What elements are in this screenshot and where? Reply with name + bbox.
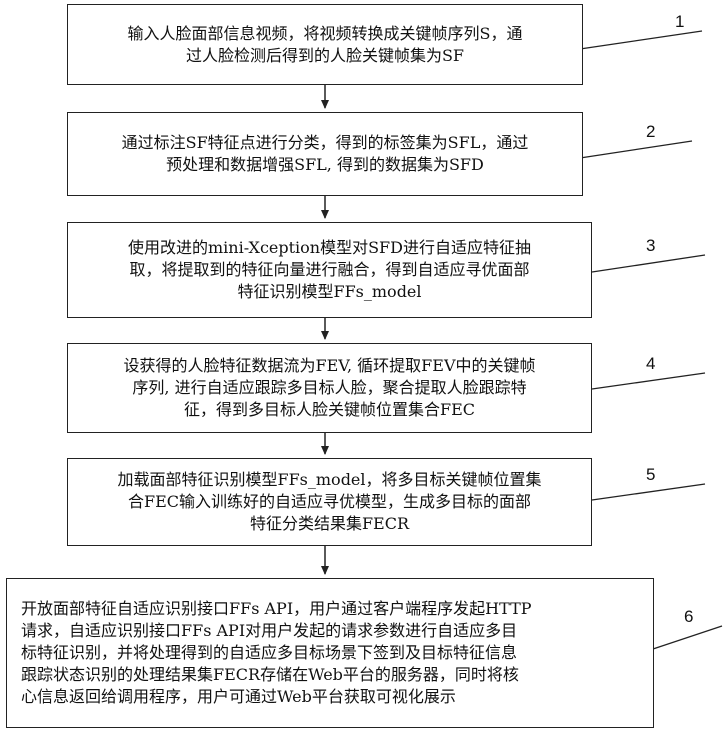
step-4-line-1: 设获得的人脸特征数据流为FEV, 循环提取FEV中的关键帧 <box>68 355 591 377</box>
step-2-number: 2 <box>646 122 655 142</box>
step-6-line-5: 心信息返回给调用程序，用户可通过Web平台获取可视化展示 <box>21 686 653 708</box>
leader-3 <box>592 255 705 272</box>
leader-5 <box>592 484 705 500</box>
leader-6 <box>650 626 722 650</box>
step-6-line-2: 请求，自适应识别接口FFs API对用户发起的请求参数进行自适应多目 <box>21 620 653 642</box>
step-1-line-2: 过人脸检测后得到的人脸关键帧集为SF <box>68 45 582 67</box>
step-4-line-2: 序列, 进行自适应跟踪多目标人脸，聚合提取人脸跟踪特 <box>68 377 591 399</box>
leader-2 <box>580 141 692 158</box>
step-6-line-1: 开放面部特征自适应识别接口FFs API，用户通过客户端程序发起HTTP <box>21 598 653 620</box>
leader-1 <box>580 31 702 49</box>
step-3-line-3: 特征识别模型FFs_model <box>68 281 591 303</box>
step-6-line-4: 跟踪状态识别的处理结果集FECR存储在Web平台的服务器，同时将核 <box>21 664 653 686</box>
step-3-line-2: 取，将提取到的特征向量进行融合，得到自适应寻优面部 <box>68 259 591 281</box>
step-5-line-2: 合FEC输入训练好的自适应寻优模型，生成多目标的面部 <box>68 491 591 513</box>
step-1-line-1: 输入人脸面部信息视频，将视频转换成关键帧序列S，通 <box>68 23 582 45</box>
step-4-box: 设获得的人脸特征数据流为FEV, 循环提取FEV中的关键帧 序列, 进行自适应跟… <box>67 343 592 433</box>
step-5-number: 5 <box>646 465 655 485</box>
leader-4 <box>592 373 705 389</box>
step-4-number: 4 <box>646 354 655 374</box>
step-3-box: 使用改进的mini-Xception模型对SFD进行自适应特征抽 取，将提取到的… <box>67 222 592 318</box>
step-2-box: 通过标注SF特征点进行分类，得到的标签集为SFL，通过 预处理和数据增强SFL,… <box>67 112 583 196</box>
step-4-line-3: 征，得到多目标人脸关键帧位置集合FEC <box>68 399 591 421</box>
step-3-number: 3 <box>646 236 655 256</box>
step-1-box: 输入人脸面部信息视频，将视频转换成关键帧序列S，通 过人脸检测后得到的人脸关键帧… <box>67 4 583 85</box>
step-6-line-3: 标特征识别，并将处理得到的自适应多目标场景下签到及目标特征信息 <box>21 642 653 664</box>
step-2-line-2: 预处理和数据增强SFL, 得到的数据集为SFD <box>68 154 582 176</box>
step-1-number: 1 <box>675 12 684 32</box>
step-5-line-3: 特征分类结果集FECR <box>68 513 591 535</box>
step-5-line-1: 加载面部特征识别模型FFs_model，将多目标关键帧位置集 <box>68 469 591 491</box>
step-2-line-1: 通过标注SF特征点进行分类，得到的标签集为SFL，通过 <box>68 132 582 154</box>
step-6-box: 开放面部特征自适应识别接口FFs API，用户通过客户端程序发起HTTP 请求，… <box>6 578 654 728</box>
step-5-box: 加载面部特征识别模型FFs_model，将多目标关键帧位置集 合FEC输入训练好… <box>67 458 592 546</box>
step-6-number: 6 <box>684 607 693 627</box>
step-3-line-1: 使用改进的mini-Xception模型对SFD进行自适应特征抽 <box>68 237 591 259</box>
